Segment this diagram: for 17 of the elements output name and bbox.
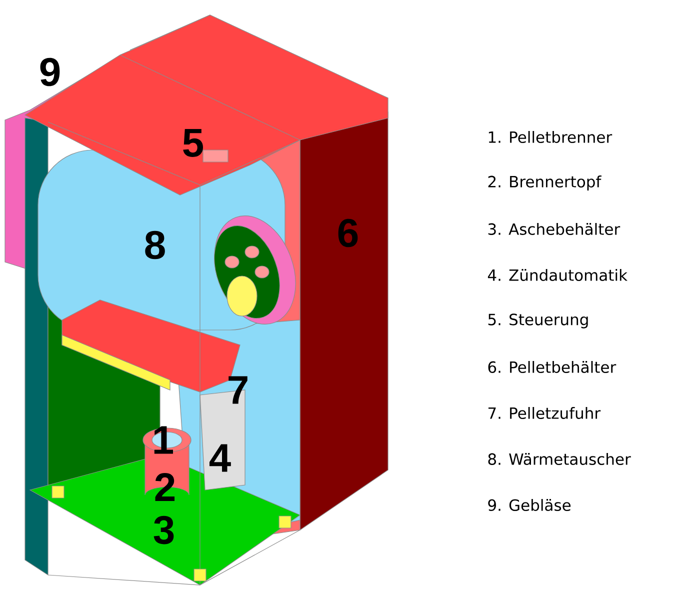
callout-number: 9	[40, 58, 60, 86]
part-list-item: 7. Pelletzufuhr	[488, 407, 601, 419]
part-list-item: 4. Zündautomatik	[488, 269, 628, 281]
callout-number: 7	[228, 376, 248, 404]
callout-number: 4	[210, 444, 231, 472]
callout-number: 6	[338, 218, 358, 248]
callout-number: 3	[154, 516, 174, 544]
callout-number: 5	[183, 129, 203, 157]
callout-number: 1	[154, 426, 173, 454]
part-list-item: 5. Steuerung	[488, 314, 588, 328]
part-list-item: 3. Aschebehälter	[488, 223, 620, 235]
part-list-item: 2. Brennertopf	[488, 176, 602, 190]
part-list-item: 9. Gebläse	[488, 499, 571, 511]
part-list-item: 6. Pelletbehälter	[488, 361, 616, 373]
part-list-item: 1. Pelletbrenner	[488, 131, 612, 143]
part-list-item: 8. Wärmetauscher	[488, 453, 631, 465]
callout-number: 8	[145, 230, 165, 260]
